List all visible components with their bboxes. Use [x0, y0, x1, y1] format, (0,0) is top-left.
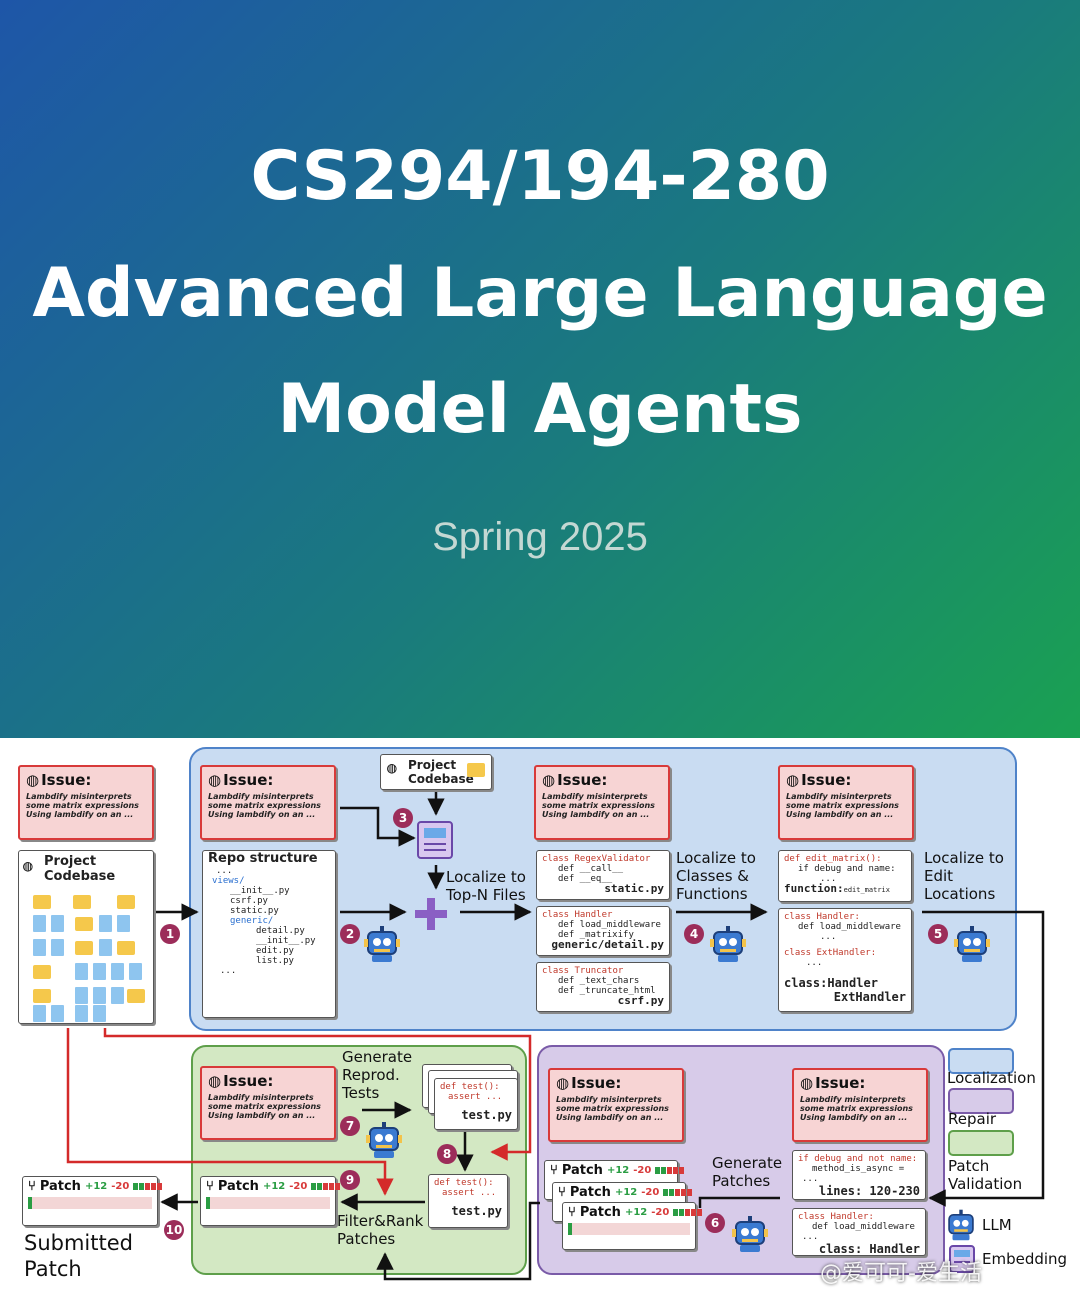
github-icon: ◍	[556, 1074, 570, 1092]
robot-icon	[948, 1209, 974, 1241]
label-generate-tests: Generate Reprod. Tests	[342, 1048, 413, 1102]
subtitle: Spring 2025	[432, 515, 648, 559]
issue-card-input: ◍Issue: Lambdify misinterprets some matr…	[18, 765, 154, 840]
test-card-selected: def test(): assert ... test.py	[428, 1174, 508, 1228]
issue-card-edit: ◍Issue: Lambdify misinterprets some matr…	[778, 765, 914, 840]
repair-lines-card: if debug and not name: method_is_async =…	[792, 1150, 926, 1200]
branch-icon: ⑂	[206, 1179, 214, 1194]
submitted-patch-card: ⑂Patch+12-20	[22, 1176, 163, 1226]
legend-swatch-localization	[948, 1048, 1014, 1074]
step-9: 9	[340, 1170, 360, 1190]
label-filter-rank: Filter&Rank Patches	[337, 1212, 424, 1248]
robot-icon	[954, 926, 990, 962]
issue-card-repair-a: ◍Issue: Lambdify misinterprets some matr…	[548, 1068, 684, 1142]
legend-label-llm: LLM	[982, 1216, 1012, 1234]
step-8: 8	[437, 1144, 457, 1164]
step-3: 3	[393, 808, 413, 828]
legend-label-repair: Repair	[948, 1110, 997, 1128]
title-line-1: CS294/194-280	[250, 137, 830, 216]
edit-location-function-card: def edit_matrix(): if debug and name: ..…	[778, 850, 912, 902]
github-icon: ◍	[26, 771, 40, 789]
step-2: 2	[340, 924, 360, 944]
issue-card-localization: ◍Issue: Lambdify misinterprets some matr…	[200, 765, 336, 840]
project-codebase-card: Project Codebase ◍	[18, 850, 154, 1024]
step-7: 7	[340, 1116, 360, 1136]
label-generate-patches: Generate Patches	[712, 1154, 783, 1190]
agentless-pipeline-diagram: ◍Issue: Lambdify misinterprets some matr…	[0, 738, 1080, 1297]
embedding-icon	[949, 1245, 975, 1273]
issue-card-validation: ◍Issue: Lambdify misinterprets some matr…	[200, 1066, 336, 1140]
issue-card-repair-b: ◍Issue: Lambdify misinterprets some matr…	[792, 1068, 928, 1142]
robot-icon	[710, 926, 746, 962]
file-card-csrf: class Truncator def _text_chars def _tru…	[536, 962, 670, 1012]
ranked-patch-card: ⑂Patch+12-20	[200, 1176, 341, 1226]
issue-card-classes: ◍Issue: Lambdify misinterprets some matr…	[534, 765, 670, 840]
step-4: 4	[684, 924, 704, 944]
github-icon: ◍	[800, 1074, 814, 1092]
embedding-retriever-icon	[417, 821, 453, 859]
step-1: 1	[160, 924, 180, 944]
title-banner: CS294/194-280 Advanced Large Language Mo…	[0, 0, 1080, 738]
step-5: 5	[928, 924, 948, 944]
legend-swatch-repair	[948, 1088, 1014, 1114]
branch-icon: ⑂	[550, 1163, 558, 1178]
candidate-patch-card-3: ⑂Patch+12-20	[562, 1202, 703, 1250]
robot-icon	[732, 1216, 768, 1252]
title-line-3: Model Agents	[277, 370, 803, 449]
project-codebase-chip: ◍ Project Codebase	[380, 754, 492, 790]
label-submitted-patch: Submitted Patch	[24, 1231, 133, 1281]
candidate-patch-card-1: ⑂Patch+12-20	[544, 1160, 685, 1200]
github-icon: ◍	[786, 771, 800, 789]
branch-icon: ⑂	[558, 1185, 566, 1200]
branch-icon: ⑂	[28, 1179, 36, 1194]
combine-plus-icon	[415, 898, 447, 930]
github-icon: ◍	[208, 1072, 222, 1090]
github-icon: ◍	[387, 758, 397, 777]
step-10: 10	[164, 1220, 184, 1240]
legend-swatch-validation	[948, 1130, 1014, 1156]
test-card-reproduction: def test(): assert ... test.py	[434, 1078, 518, 1130]
repair-class-card: class Handler: def load_middleware ... c…	[792, 1208, 926, 1256]
label-localize-files: Localize to Top-N Files	[446, 868, 526, 904]
github-icon: ◍	[542, 771, 556, 789]
label-localize-edit: Localize to Edit Locations	[924, 849, 1004, 903]
legend-label-validation: Patch Validation	[948, 1157, 1023, 1193]
file-card-detail: class Handler def load_middleware def _m…	[536, 906, 670, 956]
step-6: 6	[705, 1213, 725, 1233]
label-localize-classes: Localize to Classes & Functions	[676, 849, 756, 903]
robot-icon	[366, 1122, 402, 1158]
branch-icon: ⑂	[568, 1205, 576, 1220]
watermark: @爱可可-爱生活	[820, 1261, 982, 1286]
legend-label-localization: Localization	[947, 1069, 1036, 1087]
file-card-static: class RegexValidator def __call__ def __…	[536, 850, 670, 900]
repo-structure-card: Repo structure ... views/ __init__.py cs…	[202, 850, 336, 1018]
legend-label-embedding: Embedding	[982, 1250, 1068, 1268]
github-icon: ◍	[23, 856, 33, 875]
github-icon: ◍	[208, 771, 222, 789]
edit-location-class-card: class Handler: def load_middleware ... c…	[778, 908, 912, 1012]
title-line-2: Advanced Large Language	[32, 254, 1048, 333]
robot-icon	[364, 926, 400, 962]
